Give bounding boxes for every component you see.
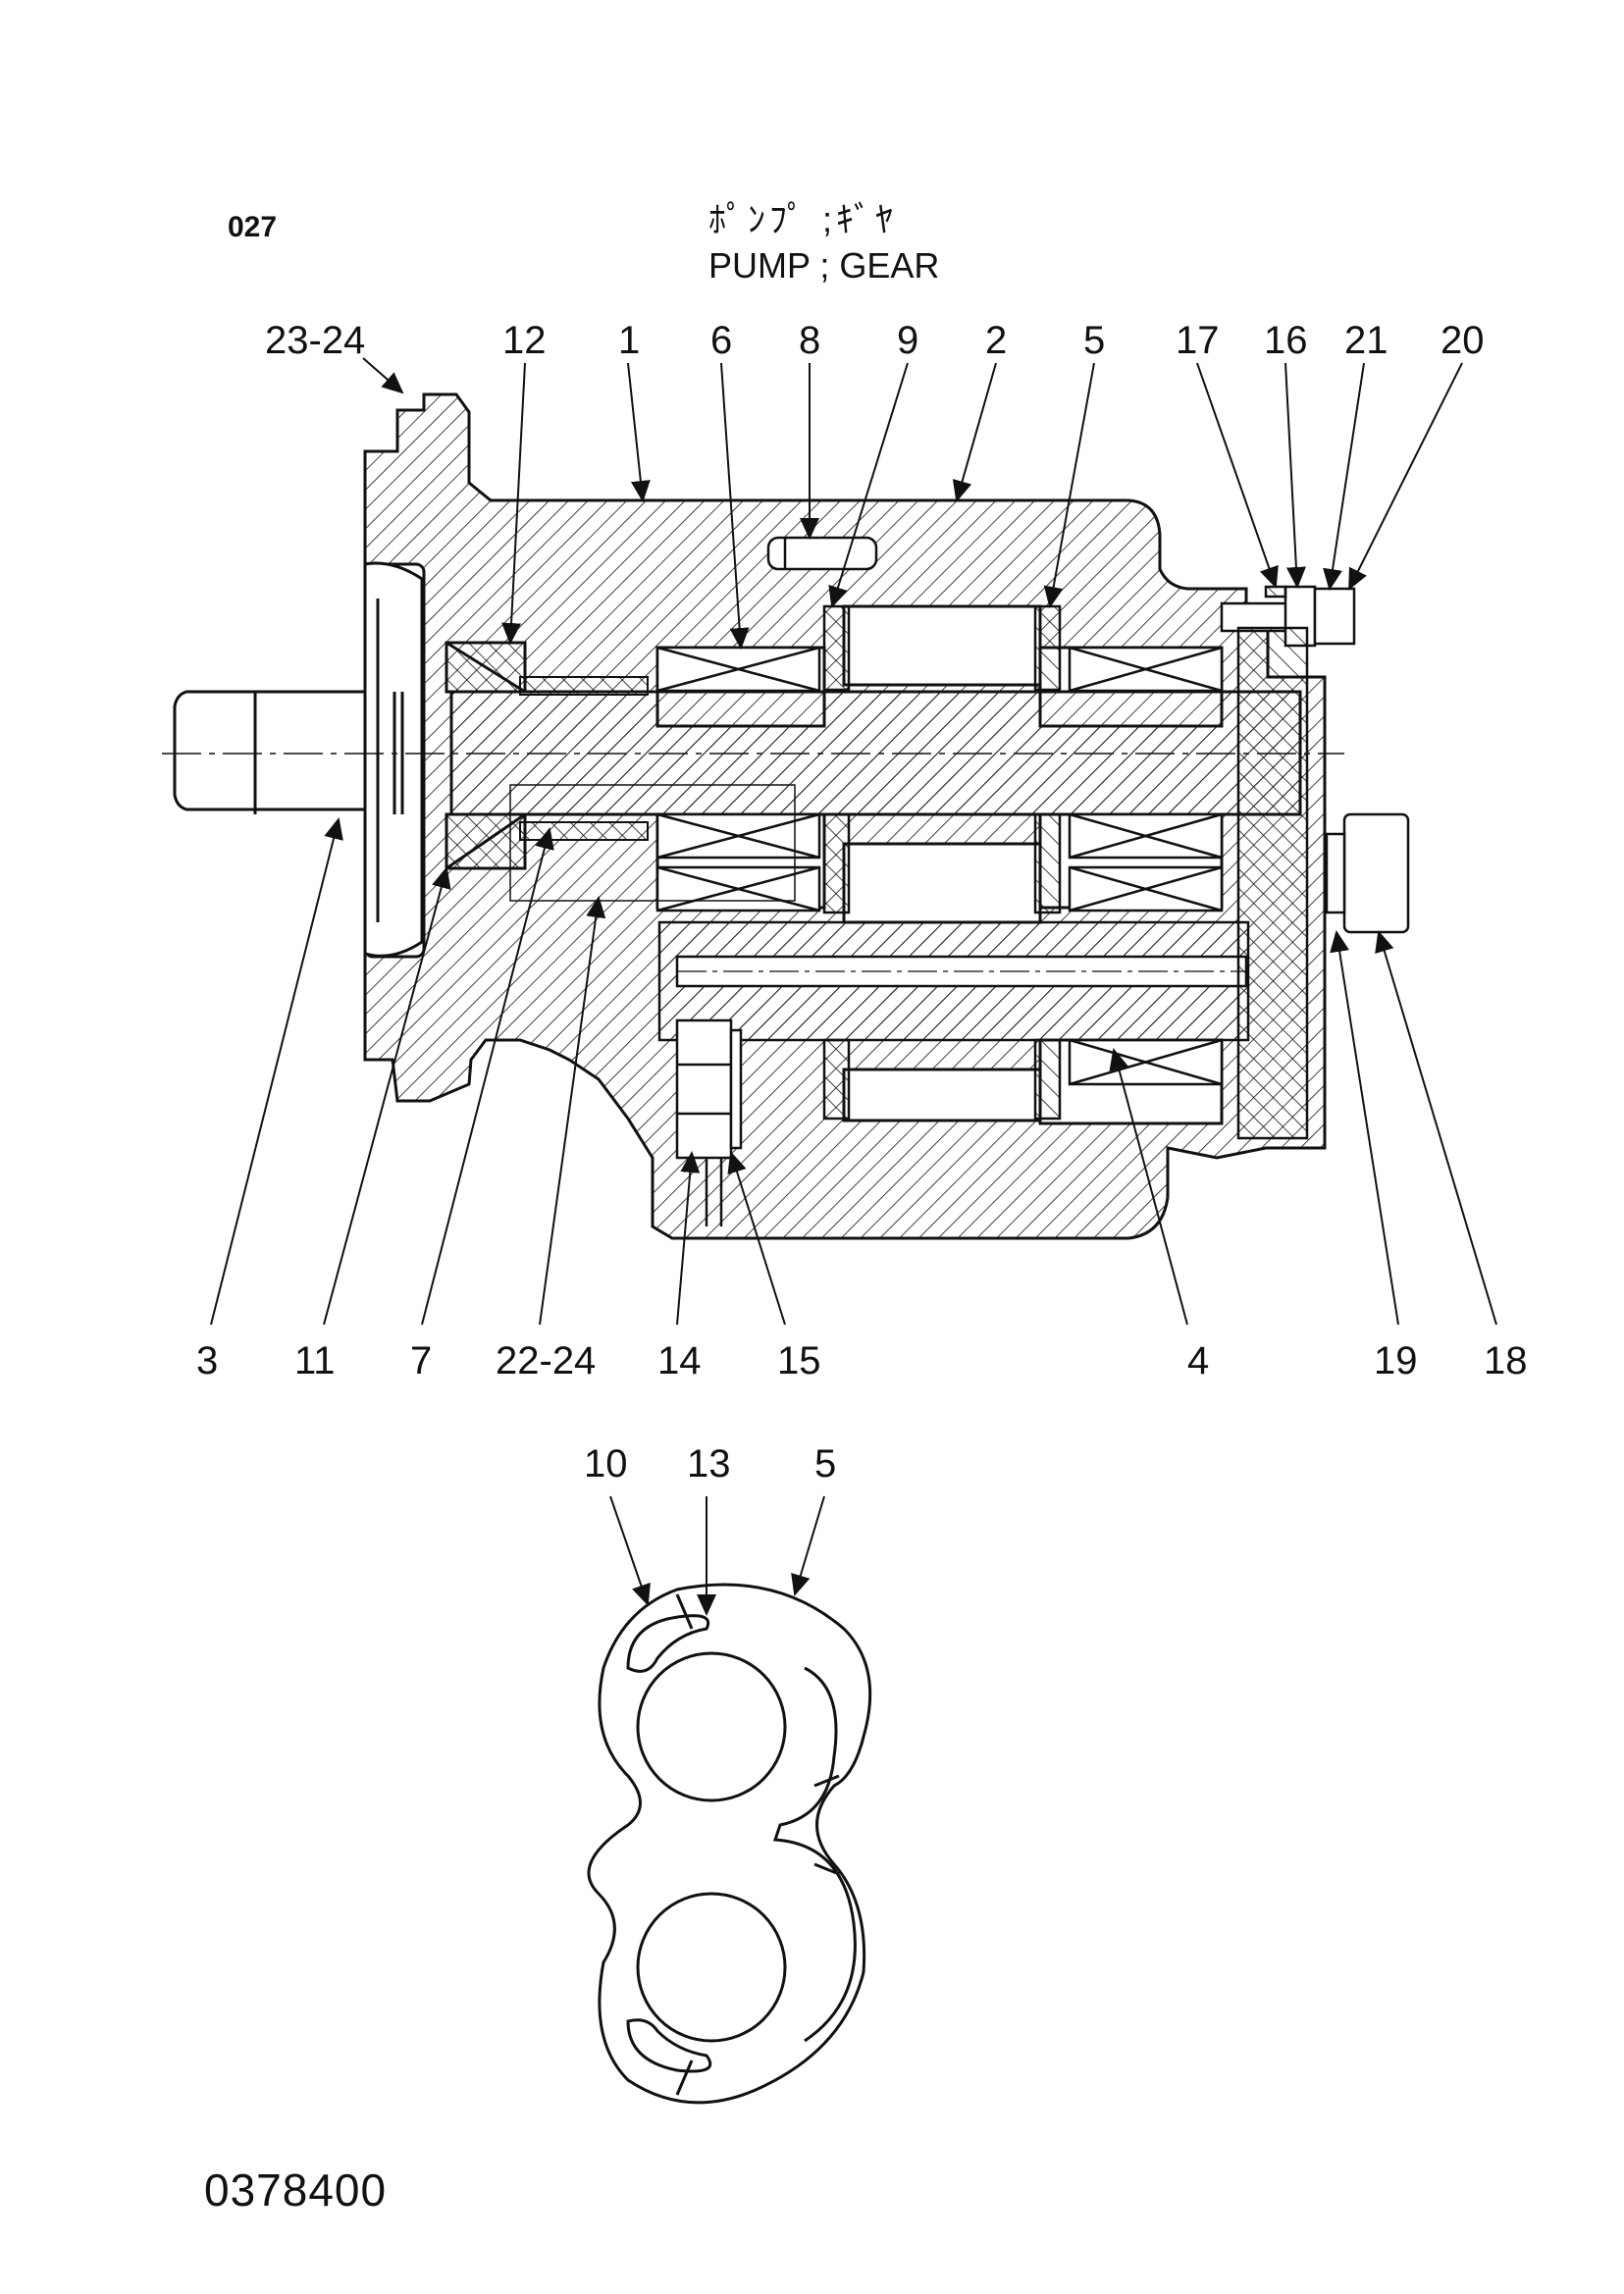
callout-3: 3 <box>196 1339 218 1382</box>
callout-23-24: 23-24 <box>265 319 365 362</box>
detail-box <box>509 784 796 902</box>
bushing <box>519 676 649 696</box>
callout-9: 9 <box>897 319 918 362</box>
callout-7: 7 <box>410 1339 432 1382</box>
drain-plug <box>675 1018 743 1226</box>
callout-22-24: 22-24 <box>496 1339 596 1382</box>
callout-20: 20 <box>1441 319 1485 362</box>
callout-14: 14 <box>657 1339 702 1382</box>
callout-1: 1 <box>618 319 640 362</box>
callout-12: 12 <box>502 319 547 362</box>
callout-8: 8 <box>799 319 820 362</box>
title-japanese: ﾎﾟﾝﾌﾟ ;ｷﾞﾔ <box>708 199 898 239</box>
callout-18: 18 <box>1484 1339 1528 1382</box>
needle-bearings <box>655 646 1224 1086</box>
callout-4: 4 <box>1187 1339 1209 1382</box>
oil-seal <box>445 641 527 870</box>
page-code: 027 <box>228 211 278 243</box>
callout-labels-bottom: 3 11 7 22-24 14 15 4 19 18 <box>196 1339 1528 1382</box>
callout-15: 15 <box>777 1339 821 1382</box>
side-plates <box>822 604 1062 1121</box>
callout-5: 5 <box>1083 319 1105 362</box>
callout-5-detail: 5 <box>814 1442 836 1486</box>
drawing-number: 0378400 <box>204 2164 388 2216</box>
callout-16: 16 <box>1264 319 1308 362</box>
callout-10: 10 <box>584 1442 628 1486</box>
callouts-bottom <box>210 817 1497 1326</box>
callout-2: 2 <box>985 319 1007 362</box>
callout-21: 21 <box>1344 319 1388 362</box>
callout-labels-detail: 10 13 5 <box>584 1442 836 1486</box>
callout-labels-top: 23-24 12 1 6 8 9 2 5 17 16 21 20 <box>265 319 1485 362</box>
title-english: PUMP ; GEAR <box>708 245 940 286</box>
dowel-pin <box>766 536 878 571</box>
callouts-top <box>362 357 1463 650</box>
callout-11: 11 <box>294 1339 336 1382</box>
callout-13: 13 <box>687 1442 731 1486</box>
callouts-detail <box>609 1495 825 1616</box>
callout-6: 6 <box>710 319 732 362</box>
callout-17: 17 <box>1176 319 1220 362</box>
callout-19: 19 <box>1374 1339 1418 1382</box>
end-cover <box>1236 626 1410 1140</box>
driven-gear-shaft <box>657 920 1250 1042</box>
drive-shaft <box>173 690 1302 816</box>
bushing-lower <box>519 821 649 841</box>
side-plate-detail <box>587 1583 872 2105</box>
